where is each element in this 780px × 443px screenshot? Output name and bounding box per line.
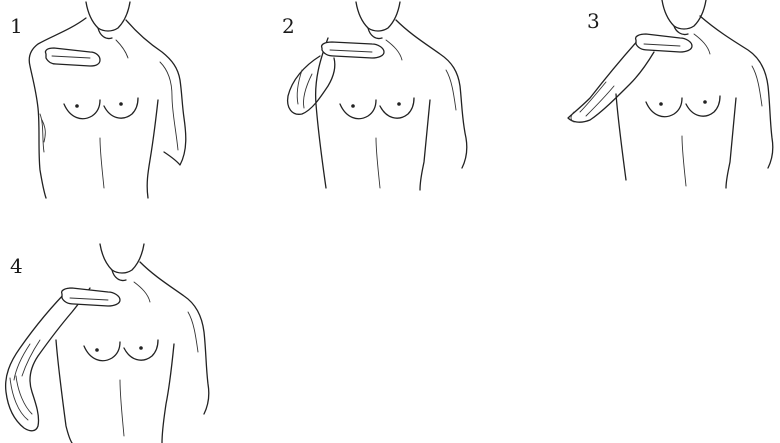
panel-3-torso-drawing (568, 0, 773, 188)
panel-1-torso-drawing (29, 2, 186, 198)
panel-4-torso-drawing (6, 244, 209, 443)
panel-2-torso-drawing (288, 2, 467, 190)
